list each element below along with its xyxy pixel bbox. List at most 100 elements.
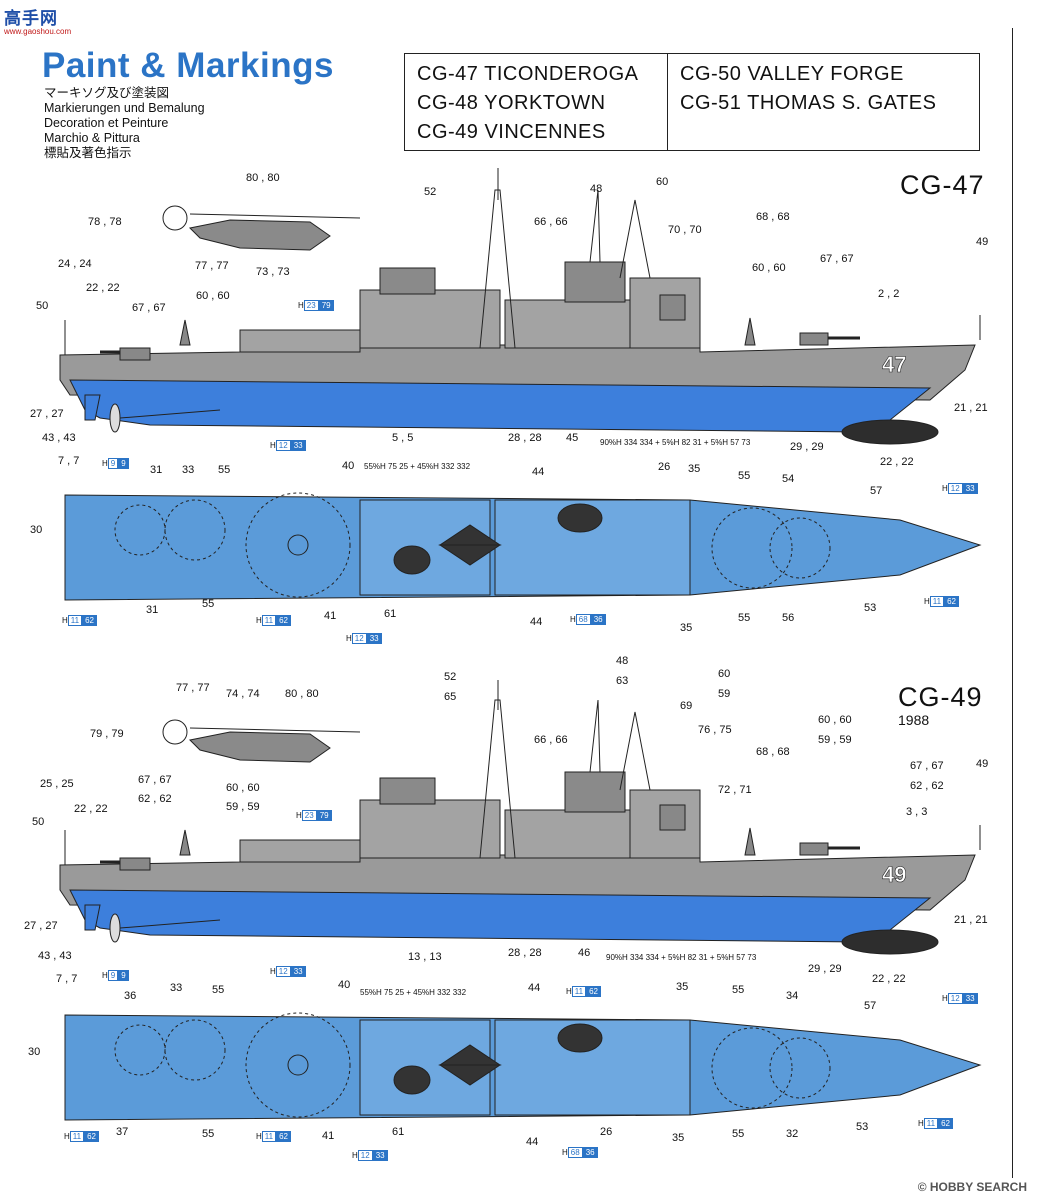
callout: 53: [856, 1121, 869, 1133]
deck-circle: [164, 1019, 226, 1081]
callout: 73 , 73: [256, 266, 290, 278]
sonar-dome: [841, 419, 939, 445]
rudder: [84, 394, 101, 421]
ship-list-right: CG-50 VALLEY FORGE CG-51 THOMAS S. GATES: [668, 54, 948, 150]
callout: 22 , 22: [74, 803, 108, 815]
heli-tail-rotor: [162, 205, 188, 231]
callout: 57: [870, 485, 883, 497]
callout: 21 , 21: [954, 402, 988, 414]
ship-name: CG-48 YORKTOWN: [417, 92, 606, 114]
callout: 7 , 7: [56, 973, 78, 985]
funnel-aft: [379, 267, 436, 295]
section-label-cg49: CG-49: [898, 682, 983, 712]
callout: 45: [566, 432, 579, 444]
callout: 44: [528, 982, 541, 994]
color-code-mix: 55%H 75 25 + 45%H 332 332: [360, 988, 467, 997]
callout: 59 , 59: [818, 734, 852, 746]
superstructure-aft: [359, 799, 501, 859]
flight-deck-marker: [287, 1054, 309, 1076]
rudder: [84, 904, 101, 931]
callout: 79 , 79: [90, 728, 124, 740]
callout: 43 , 43: [38, 950, 72, 962]
deck-circle: [164, 499, 226, 561]
section-year: 1988: [898, 712, 930, 728]
helicopter-cg49: [162, 719, 361, 763]
flight-deck-marker: [287, 534, 309, 556]
callout: 32: [786, 1128, 799, 1140]
callout: 67 , 67: [132, 302, 166, 314]
callout: 35: [676, 981, 689, 993]
callout: 41: [322, 1130, 335, 1142]
callout: 59 , 59: [226, 801, 260, 813]
callout: 61: [384, 608, 397, 620]
subtitle-list: マーキソグ及び塗装図 Markierungen und Bemalung Dec…: [44, 86, 205, 161]
color-code-mix: 90%H 334 334 + 5%H 82 31 + 5%H 57 73: [606, 953, 757, 962]
superstructure-mid: [504, 809, 631, 859]
funnel-top: [557, 503, 603, 533]
prop-shaft: [119, 919, 221, 929]
callout: 52: [424, 186, 437, 198]
callout: 53: [864, 602, 877, 614]
gun-fwd: [799, 332, 829, 346]
propeller: [109, 403, 121, 433]
callout: 52: [444, 671, 457, 683]
callout: 48: [616, 655, 629, 667]
funnel-top: [393, 1065, 431, 1095]
helicopter-cg47: [162, 205, 361, 251]
callout: 35: [680, 622, 693, 634]
callout: 22 , 22: [872, 973, 906, 985]
callout: 55: [218, 464, 231, 476]
heli-rotor: [189, 727, 361, 733]
ship-name-box: CG-47 TICONDEROGA CG-48 YORKTOWN CG-49 V…: [404, 53, 980, 151]
deck-dark-shape: [438, 524, 502, 566]
site-logo-text: 高手网: [4, 9, 58, 28]
heli-body: [188, 731, 331, 763]
aegis-panel: [659, 294, 686, 321]
callout: 48: [590, 183, 603, 195]
callout: 37: [116, 1126, 129, 1138]
side-view-cg47: [59, 168, 981, 445]
subtitle-de: Markierungen und Bemalung: [44, 101, 205, 115]
callout: 35: [688, 463, 701, 475]
callout: 30: [28, 1046, 41, 1058]
color-code-mix: 55%H 75 25 + 45%H 332 332: [364, 462, 471, 471]
callout: 22 , 22: [880, 456, 914, 468]
callout: 50: [36, 300, 49, 312]
callout: 69: [680, 700, 693, 712]
color-code-mix: 90%H 334 334 + 5%H 82 31 + 5%H 57 73: [600, 438, 751, 447]
callout: 66 , 66: [534, 734, 568, 746]
callout: 70 , 70: [668, 224, 702, 236]
flight-deck-circle: [245, 492, 351, 598]
gun-aft: [119, 347, 151, 361]
deck-circle: [114, 504, 166, 556]
deck-dark-shape: [438, 1044, 502, 1086]
callout: 26: [600, 1126, 613, 1138]
callout: 55: [202, 598, 215, 610]
callout: 62 , 62: [138, 793, 172, 805]
gun-fwd: [799, 842, 829, 856]
deck-circle: [114, 1024, 166, 1076]
hull-lower-blue: [69, 889, 932, 943]
callout: 44: [532, 466, 545, 478]
launcher-fwd: [744, 827, 756, 856]
hull-lower-blue: [69, 379, 932, 433]
ship-name: CG-50 VALLEY FORGE: [680, 63, 904, 85]
callout: 40: [338, 979, 351, 991]
callout: 25 , 25: [40, 778, 74, 790]
callout: 33: [170, 982, 183, 994]
ship-name: CG-49 VINCENNES: [417, 121, 606, 143]
callout: 55: [212, 984, 225, 996]
prop-shaft: [119, 409, 221, 419]
hangar: [239, 329, 361, 353]
callout: 77 , 77: [195, 260, 229, 272]
callout: 78 , 78: [88, 216, 122, 228]
launcher-aft: [179, 319, 191, 346]
